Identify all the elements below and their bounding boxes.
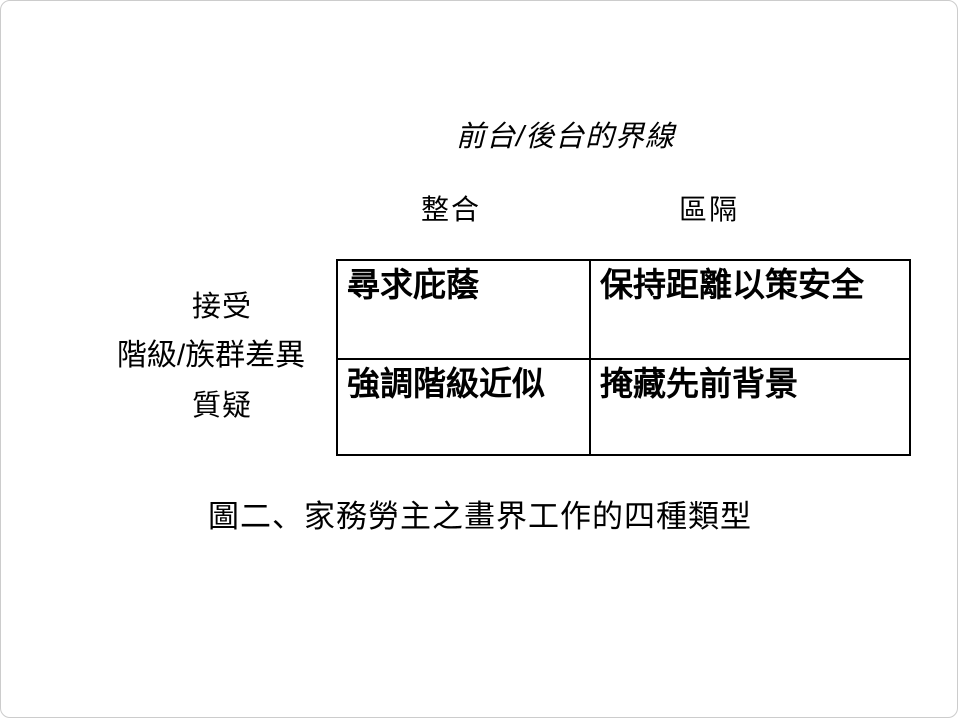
matrix-cell-top-left: 尋求庇蔭 bbox=[338, 261, 591, 360]
column-header-integration: 整合 bbox=[421, 194, 482, 225]
matrix-table: 尋求庇蔭 保持距離以策安全 強調階級近似 掩藏先前背景 bbox=[336, 259, 911, 456]
matrix-cell-bottom-left: 強調階級近似 bbox=[338, 360, 591, 454]
matrix-cell-top-right: 保持距離以策安全 bbox=[591, 261, 909, 360]
row-axis-label-class-ethnic-difference: 階級/族群差異 bbox=[116, 339, 306, 372]
column-header-segregation: 區隔 bbox=[679, 194, 740, 225]
matrix-cell-bottom-right: 掩藏先前背景 bbox=[600, 365, 798, 402]
row-label-accept: 接受 bbox=[191, 291, 252, 323]
row-label-question: 質疑 bbox=[191, 390, 252, 422]
figure-caption: 圖二、家務勞主之畫界工作的四種類型 bbox=[208, 499, 752, 534]
slide-title: 前台/後台的界線 bbox=[456, 121, 676, 153]
